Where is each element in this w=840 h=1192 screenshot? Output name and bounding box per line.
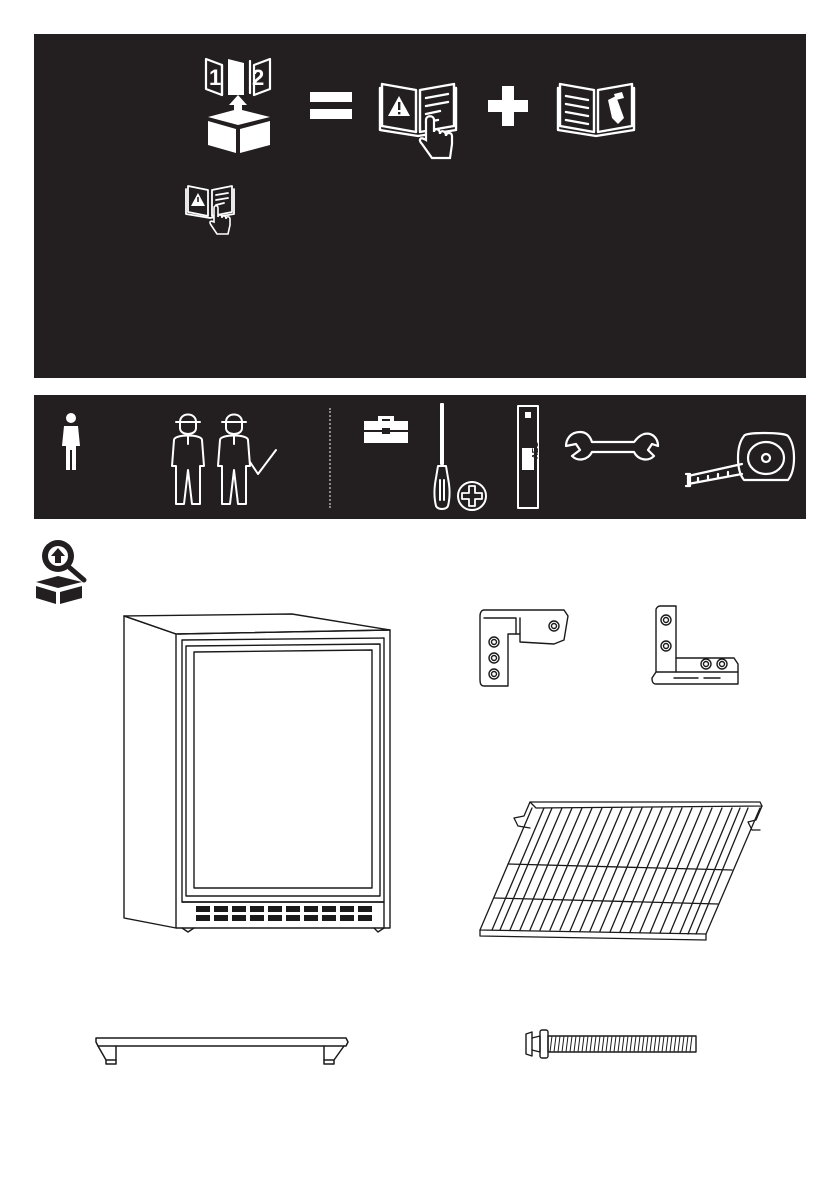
plus-icon [488,86,528,126]
two-persons-icon [170,412,260,508]
one-person-icon [60,412,82,472]
toolbox-icon [362,412,410,446]
spirit-level-label: AEG [531,442,540,459]
wire-shelf-illustration [474,796,774,942]
manual-box-icon: 1 2 [200,55,280,155]
tools-divider [329,408,331,508]
spirit-level-icon: AEG [516,404,540,510]
top-hinge-illustration [476,606,572,692]
safety-manual-icon [380,78,460,160]
wine-cooler-illustration [116,610,396,936]
checkmark-icon [248,448,278,478]
booklet-number-2: 2 [252,65,264,90]
phillips-head-icon [456,480,488,512]
bottom-hinge-illustration [646,602,746,692]
inspect-box-icon [28,534,90,604]
small-safety-manual-icon [186,182,236,238]
booklet-number-1: 1 [209,65,221,90]
screwdriver-icon [432,402,452,512]
tape-measure-icon [684,430,800,490]
door-handle-illustration [92,1034,352,1068]
wrench-icon [564,428,660,468]
handle-screw-illustration [524,1026,700,1062]
installation-manual-icon [558,78,638,140]
equals-icon [310,92,352,122]
